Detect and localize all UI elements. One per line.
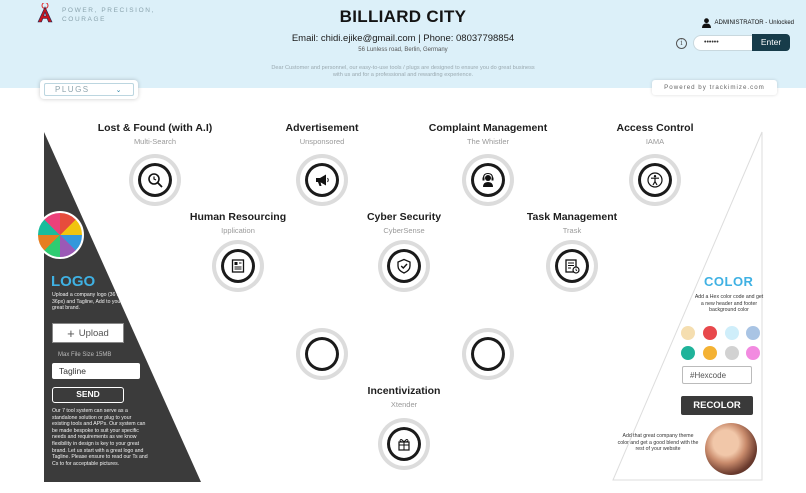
megaphone-icon — [316, 174, 329, 186]
contact-info: Email: chidi.ejike@gmail.com | Phone: 08… — [291, 33, 515, 44]
search-clock-icon — [148, 173, 163, 188]
plugin-subtitle: Xtender — [390, 400, 418, 409]
right-triangle — [612, 131, 763, 481]
upload-button[interactable]: + Upload — [52, 323, 124, 343]
info-icon[interactable]: i — [676, 38, 687, 49]
plugin-name[interactable]: Lost & Found (with A.I) — [97, 122, 213, 134]
enter-button[interactable]: Enter — [752, 34, 790, 51]
admin-label: ADMINISTRATOR - Unlocked — [714, 20, 794, 26]
document-icon — [231, 259, 245, 273]
angels-logo-icon[interactable] — [36, 3, 54, 23]
chevron-down-icon: ⌄ — [115, 87, 123, 94]
support-agent-icon — [482, 172, 494, 187]
task-list-icon — [565, 259, 580, 274]
plugin-name[interactable]: Advertisement — [285, 122, 359, 134]
plugin-name[interactable]: Incentivization — [367, 385, 441, 397]
tagline-line: COURAGE — [62, 16, 107, 23]
plugin-button[interactable] — [378, 418, 430, 470]
powered-by[interactable]: Powered by trackimize.com — [652, 80, 777, 95]
plugin-button[interactable] — [296, 328, 348, 380]
plugs-label: PLUGS — [55, 85, 90, 94]
color-swatch[interactable] — [725, 326, 739, 340]
plugin-name[interactable]: Access Control — [616, 122, 694, 134]
color-swatch[interactable] — [703, 326, 717, 340]
address: 56 Lunless road, Berlin, Germany — [358, 47, 448, 53]
plugin-subtitle: Unsponsored — [299, 137, 345, 146]
plus-icon: + — [67, 325, 75, 341]
color-swatch[interactable] — [746, 346, 760, 360]
color-swatch[interactable] — [746, 326, 760, 340]
plugin-name[interactable]: Complaint Management — [428, 122, 548, 134]
ring-face — [641, 166, 669, 194]
plugin-subtitle: Trask — [562, 226, 582, 235]
plugin-subtitle: IAMA — [645, 137, 665, 146]
plugin-button[interactable] — [629, 154, 681, 206]
ring-face — [141, 166, 169, 194]
send-button[interactable]: SEND — [52, 387, 124, 403]
customer-notice: Dear Customer and personnel, our easy-to… — [271, 65, 535, 78]
tagline-line: POWER, PRECISION, — [62, 7, 155, 14]
empty-slot-icon — [314, 346, 330, 362]
plugin-button[interactable] — [462, 154, 514, 206]
ring-face — [474, 340, 502, 368]
upload-label: Upload — [78, 327, 109, 339]
logo-heading: LOGO — [51, 273, 96, 290]
model-photo — [705, 423, 757, 475]
color-swatch[interactable] — [725, 346, 739, 360]
about-text: Our 7 tool system can serve as a standal… — [52, 408, 148, 467]
empty-slot-icon — [480, 346, 496, 362]
ring-face — [308, 166, 336, 194]
max-file-size: Max File Size 15MB — [58, 352, 112, 358]
site-header: POWER, PRECISION, COURAGE BILLIARD CITY … — [0, 0, 806, 88]
color-description: Add a Hex color code and get a new heade… — [694, 294, 764, 314]
plugin-button[interactable] — [546, 240, 598, 292]
plugin-name[interactable]: Task Management — [526, 211, 618, 223]
plugin-subtitle: Ipplication — [221, 226, 255, 235]
page-title: BILLIARD CITY — [339, 7, 467, 26]
tagline-input[interactable]: Tagline — [52, 363, 140, 379]
hexcode-input[interactable]: #Hexcode — [682, 366, 752, 384]
logo-description: Upload a company logo (36 x 36px) and Ta… — [52, 292, 122, 312]
color-swatch[interactable] — [681, 346, 695, 360]
left-triangle — [44, 132, 201, 482]
gift-exchange-icon — [398, 439, 410, 451]
plugin-button[interactable] — [462, 328, 514, 380]
ring-face — [224, 252, 252, 280]
plugin-button[interactable] — [129, 154, 181, 206]
theme-description: Add that great company theme color and g… — [617, 433, 699, 453]
plugin-button[interactable] — [212, 240, 264, 292]
sticker-collage-image — [36, 211, 84, 259]
shield-icon — [397, 258, 411, 274]
ring-face — [474, 166, 502, 194]
ring-face — [390, 252, 418, 280]
color-swatch[interactable] — [703, 346, 717, 360]
ring-face — [558, 252, 586, 280]
plugin-subtitle: Multi-Search — [133, 137, 177, 146]
plugin-subtitle: CyberSense — [383, 226, 425, 235]
ring-face — [390, 430, 418, 458]
accessibility-icon — [647, 172, 663, 188]
color-swatch[interactable] — [681, 326, 695, 340]
ring-face — [308, 340, 336, 368]
plugs-select[interactable]: PLUGS ⌄ — [44, 83, 134, 96]
recolor-button[interactable]: RECOLOR — [681, 396, 753, 415]
admin-status[interactable]: ADMINISTRATOR - Unlocked — [701, 18, 794, 28]
plugin-subtitle: The Whistler — [466, 137, 510, 146]
plugin-button[interactable] — [378, 240, 430, 292]
plugin-button[interactable] — [296, 154, 348, 206]
color-heading: COLOR — [704, 274, 754, 289]
user-icon — [701, 18, 711, 28]
plugs-dropdown[interactable]: PLUGS ⌄ — [40, 80, 138, 99]
plugin-name[interactable]: Human Resourcing — [189, 211, 287, 223]
plugin-name[interactable]: Cyber Security — [366, 211, 442, 223]
brand-tagline: POWER, PRECISION, COURAGE — [62, 6, 155, 24]
